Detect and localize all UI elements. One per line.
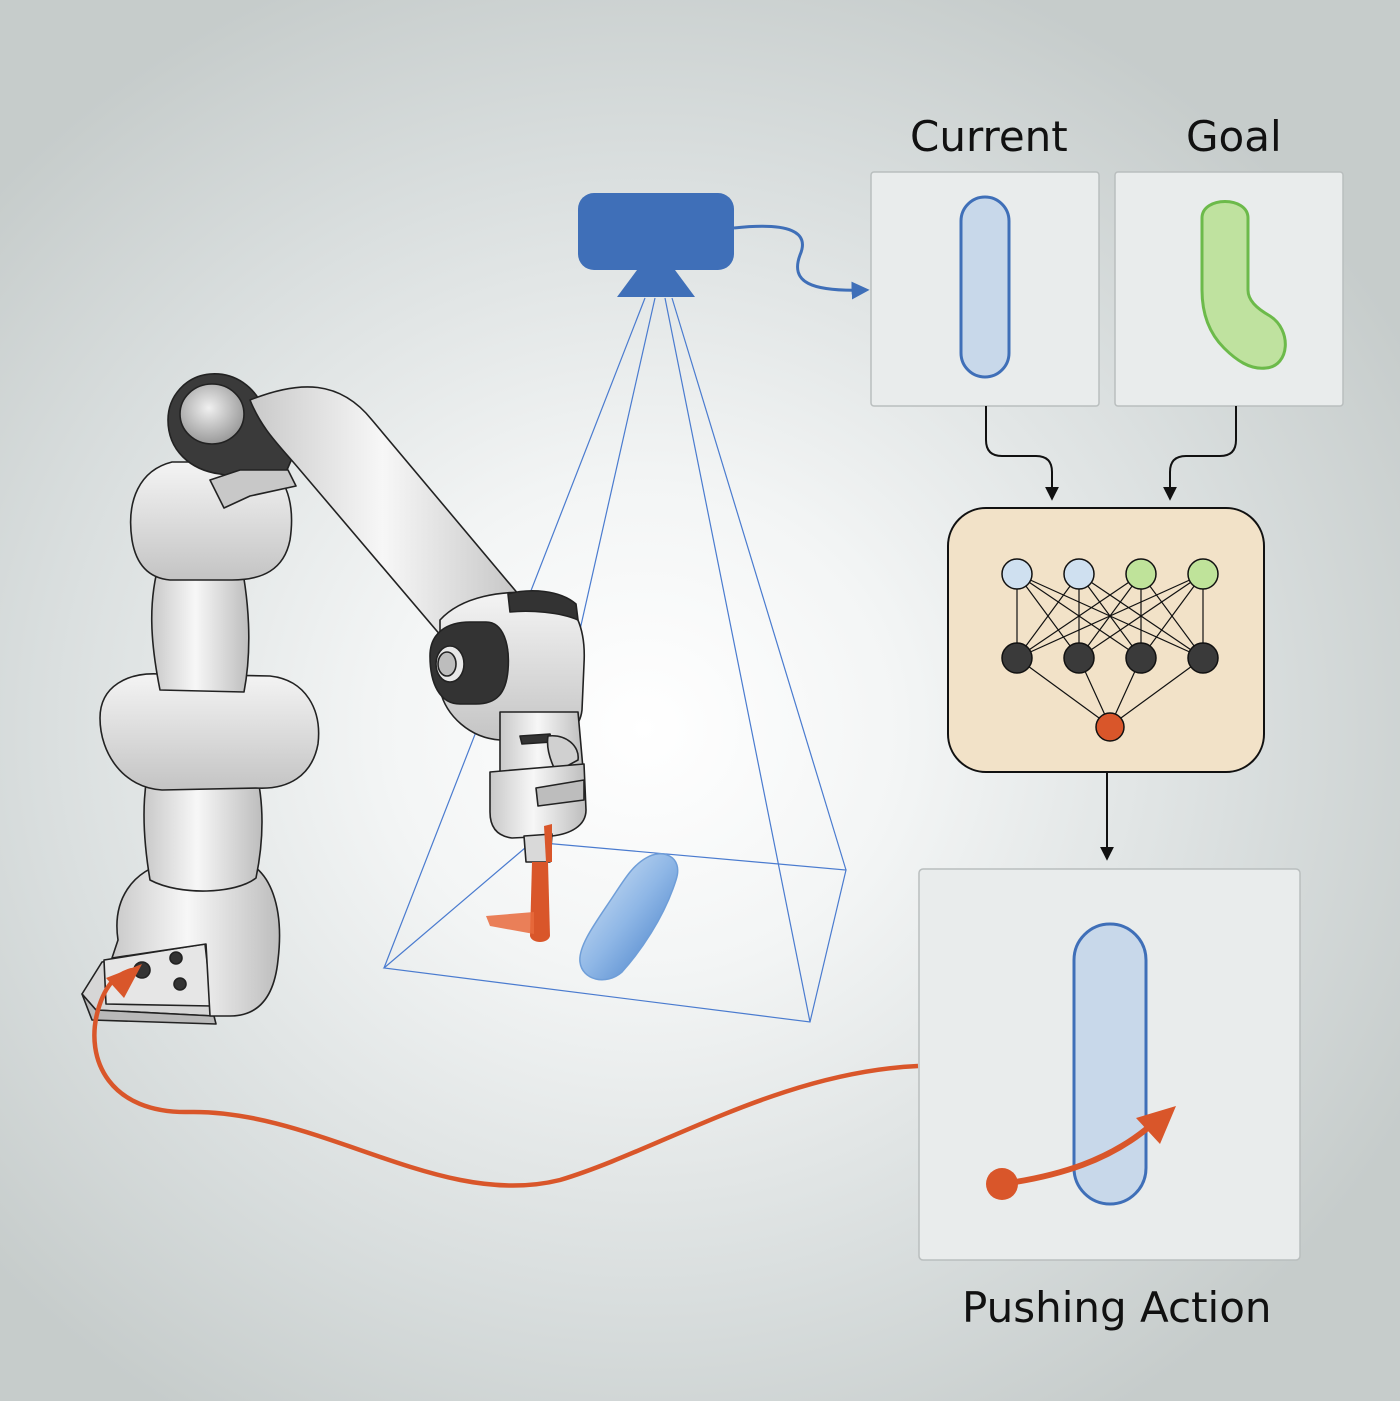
pushing-action-label: Pushing Action: [962, 1283, 1272, 1332]
robot-arm-icon: [81, 373, 587, 1025]
goal-label: Goal: [1186, 112, 1282, 161]
pusher-tool: [486, 824, 552, 942]
goal-panel: [1114, 171, 1344, 407]
action-arrowhead: [106, 964, 142, 998]
camera-cable: [733, 224, 870, 300]
pushing-action-panel: [918, 868, 1301, 1261]
neural-network-icon: [947, 507, 1265, 773]
camera-icon: [578, 193, 734, 297]
scene-object: [579, 853, 679, 981]
action-feedback-curve: [92, 967, 919, 1188]
input-connectors: [985, 406, 1237, 501]
current-label: Current: [910, 112, 1068, 161]
current-observation-panel: [870, 171, 1100, 407]
